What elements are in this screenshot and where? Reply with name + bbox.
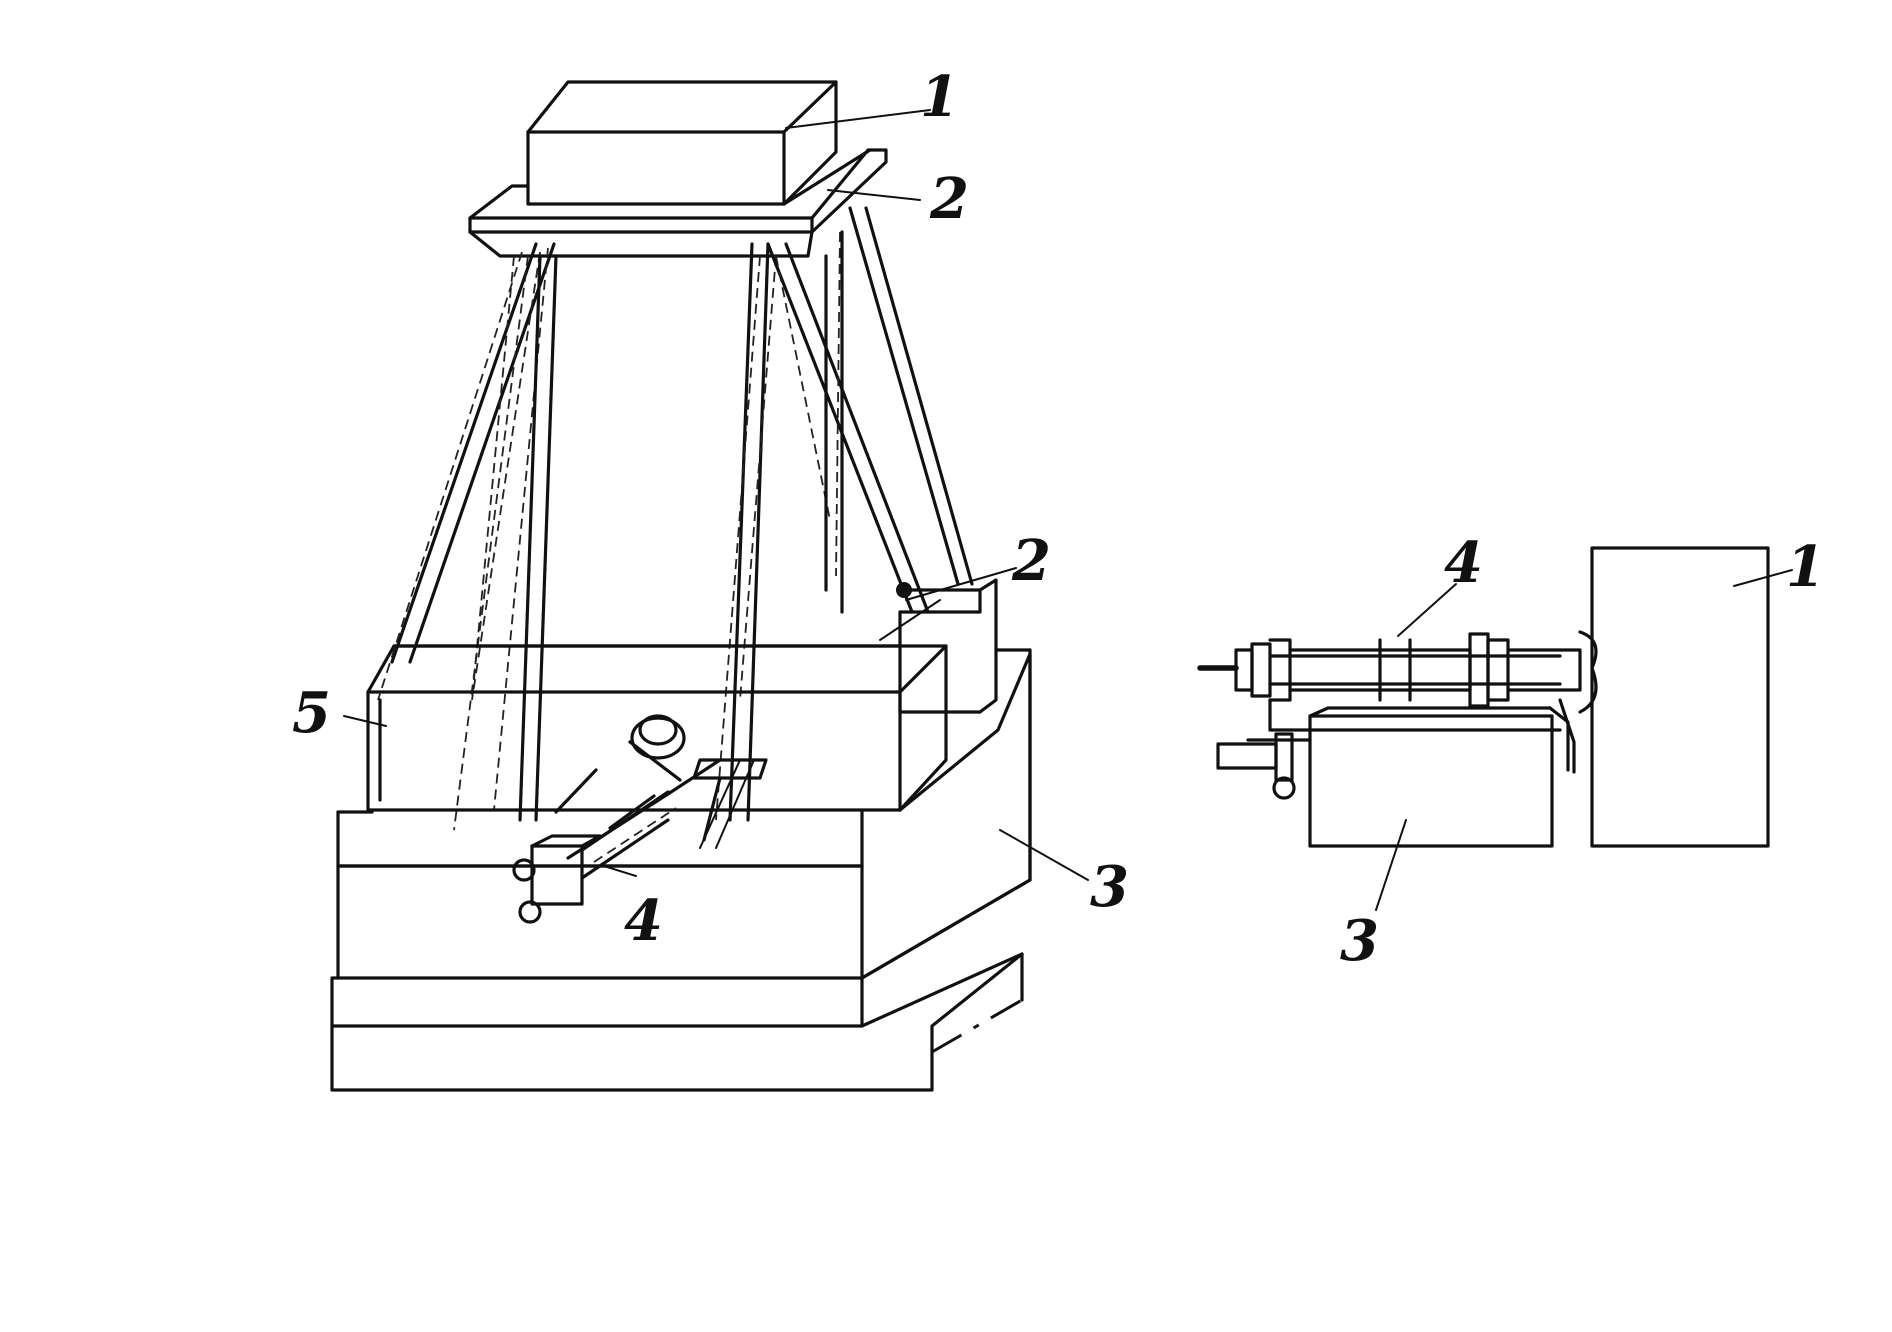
perspective-view: 1 2 2 3 4 5	[292, 64, 1129, 1092]
side-component-1	[1590, 546, 1770, 848]
label-2-mid-perspective: 2	[1011, 528, 1051, 594]
label-1-side: 1	[1786, 534, 1825, 600]
label-4-side: 4	[1444, 530, 1483, 596]
label-3-perspective: 3	[1090, 854, 1129, 920]
side-component-4	[1197, 630, 1598, 800]
lead-screw	[512, 714, 755, 924]
label-1-perspective: 1	[920, 64, 959, 130]
lower-base	[330, 878, 1032, 1092]
upper-base	[336, 648, 1032, 980]
right-legs	[715, 206, 974, 822]
side-leaders	[1375, 569, 1793, 911]
label-5-perspective: 5	[292, 680, 331, 746]
label-3-side: 3	[1340, 908, 1379, 974]
top-frame	[468, 148, 888, 258]
left-legs	[377, 242, 558, 831]
side-view: 4 3 1	[1197, 530, 1825, 974]
label-4-perspective: 4	[624, 888, 663, 954]
perspective-leaders	[343, 109, 1089, 881]
top-box	[526, 80, 838, 206]
label-2-top-perspective: 2	[929, 166, 969, 232]
